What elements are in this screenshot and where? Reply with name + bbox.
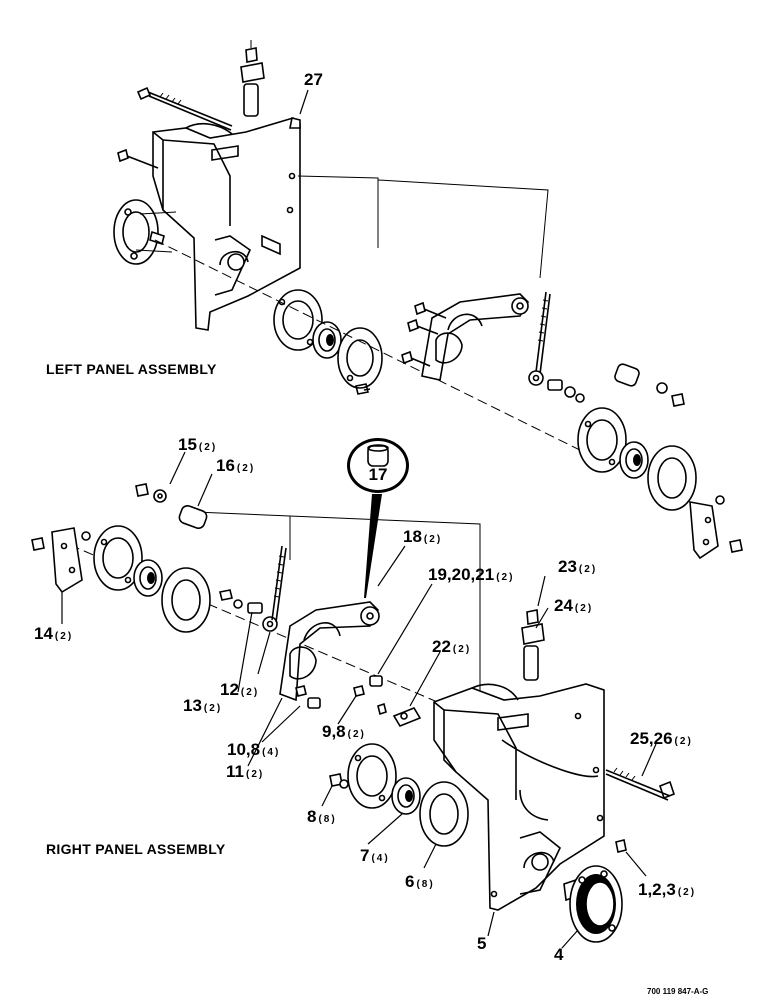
callout-22: 22(2) — [432, 637, 472, 656]
callout-10-8: 10,8(4) — [227, 740, 281, 759]
right-panel-assembly — [31, 444, 675, 943]
callout-15: 15(2) — [178, 435, 218, 454]
callout-5: 5 — [477, 934, 487, 953]
callout-leaders — [61, 89, 657, 949]
left-reference-line-2 — [377, 179, 549, 279]
left-rear-flange — [113, 199, 177, 265]
callout-17-leader — [364, 494, 382, 598]
left-spacers — [547, 363, 685, 407]
right-bushing — [178, 504, 208, 530]
right-gusset-plate — [31, 527, 91, 594]
left-panel-assembly — [113, 40, 743, 560]
callout-7: 7(4) — [360, 846, 390, 865]
right-grease-fitting — [521, 609, 545, 681]
callout-1-2-3: 1,2,3(2) — [638, 880, 697, 899]
callout-24: 24(2) — [554, 596, 594, 615]
callout-27: 27 — [304, 70, 323, 89]
left-panel-bracket — [152, 117, 301, 331]
right-idler-spacers — [219, 589, 278, 632]
right-left-bearing-stack — [93, 525, 211, 633]
left-panel-assembly-title: LEFT PANEL ASSEMBLY — [46, 361, 217, 377]
left-spring-rod — [528, 291, 551, 386]
callout-17-number: 17 — [368, 465, 388, 484]
left-gusset-plate — [689, 495, 743, 560]
left-long-bolt — [136, 86, 233, 131]
callout-6: 6(8) — [405, 872, 435, 891]
right-small-bolts — [295, 675, 383, 709]
left-bearing-stack — [273, 289, 383, 395]
callout-14: 14(2) — [34, 624, 74, 643]
right-panel-bracket — [433, 683, 605, 911]
left-plate-bolts — [401, 301, 447, 367]
callout-19-20-21: 19,20,21(2) — [428, 565, 515, 584]
callout-9-8: 9,8(2) — [322, 722, 366, 741]
callout-23: 23(2) — [558, 557, 598, 576]
callout-4: 4 — [554, 945, 564, 964]
left-small-bolt — [117, 148, 159, 169]
callout-11: 11(2) — [226, 762, 265, 781]
left-idler-arm — [421, 293, 529, 381]
document-number: 700 119 847-A-G — [647, 987, 709, 996]
left-grease-fitting — [240, 40, 265, 117]
callout-25-26: 25,26(2) — [630, 729, 693, 748]
callout-18: 18(2) — [403, 527, 443, 546]
right-outer-flange — [563, 865, 623, 943]
right-small-bolt — [615, 839, 627, 853]
callout-13: 13(2) — [183, 696, 223, 715]
right-washer-nut — [135, 483, 167, 503]
right-spring-rod — [271, 545, 287, 623]
right-long-bolt — [605, 767, 675, 801]
left-shaft-centerline — [154, 239, 601, 461]
right-clevis — [377, 702, 422, 727]
left-reference-line — [297, 175, 379, 248]
right-bearing-stack — [329, 743, 469, 847]
left-right-bearing-stack — [577, 407, 697, 511]
right-idler-arm — [279, 601, 380, 702]
callout-17-circle: 17 — [347, 438, 409, 493]
callout-16: 16(2) — [216, 456, 256, 475]
callout-12: 12(2) — [220, 680, 260, 699]
right-panel-assembly-title: RIGHT PANEL ASSEMBLY — [46, 841, 226, 857]
callout-8: 8(8) — [307, 807, 337, 826]
